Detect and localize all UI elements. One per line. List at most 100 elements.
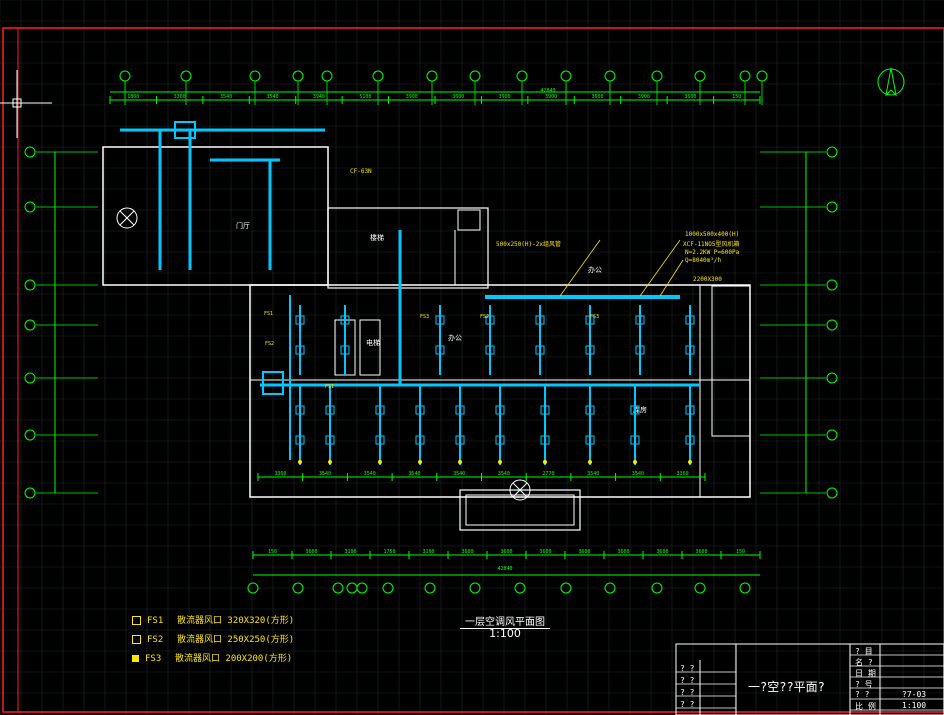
axis-bubble bbox=[292, 582, 304, 594]
dimension-label: 3600 bbox=[539, 549, 551, 555]
axis-bubble bbox=[826, 429, 838, 441]
diffuser-icon bbox=[585, 405, 595, 415]
dimension-label: 3900 bbox=[638, 94, 650, 100]
axis-bubble bbox=[24, 372, 36, 384]
annotation-text: 500x250(H)-2x组风管 bbox=[496, 240, 561, 248]
axis-bubble bbox=[756, 70, 768, 82]
diffuser-icon bbox=[455, 435, 465, 445]
diffuser-icon bbox=[295, 345, 305, 355]
diffuser-icon bbox=[375, 405, 385, 415]
diffuser-icon bbox=[685, 345, 695, 355]
east-stair-wall bbox=[711, 285, 751, 437]
diffuser-icon bbox=[132, 635, 141, 644]
axis-bubble bbox=[292, 70, 304, 82]
axis-bubble bbox=[24, 201, 36, 213]
diffuser-marker bbox=[378, 460, 382, 464]
dimension-total: 42840 bbox=[540, 88, 555, 94]
diffuser-icon bbox=[415, 405, 425, 415]
diffuser-icon bbox=[485, 315, 495, 325]
dimension-label: 1800 bbox=[127, 94, 139, 100]
fan-tag: FS3 bbox=[590, 314, 599, 320]
diffuser-icon bbox=[295, 315, 305, 325]
diffuser-icon bbox=[540, 405, 550, 415]
dimension-label: 3600 bbox=[695, 549, 707, 555]
dimension-label: 3600 bbox=[452, 94, 464, 100]
axis-bubble bbox=[356, 582, 368, 594]
entrance-canopy bbox=[459, 489, 581, 531]
axis-bubble bbox=[516, 70, 528, 82]
drawing-scale: 1:100 bbox=[489, 627, 521, 640]
axis-bubble bbox=[24, 319, 36, 331]
axis-bubble bbox=[247, 582, 259, 594]
legend-code: FS3 bbox=[145, 654, 162, 664]
dimension-label: 3540 bbox=[364, 471, 376, 477]
axis-bubble bbox=[24, 429, 36, 441]
dimension-label: 3940 bbox=[313, 94, 325, 100]
axis-bubble bbox=[739, 70, 751, 82]
diffuser-icon bbox=[585, 345, 595, 355]
title-block bbox=[675, 643, 944, 715]
axis-bubble bbox=[826, 319, 838, 331]
diffuser-marker bbox=[543, 460, 547, 464]
fan-tag: FS1 bbox=[264, 311, 273, 317]
diffuser-icon bbox=[295, 405, 305, 415]
dimension-label: 3600 bbox=[617, 549, 629, 555]
diffuser-icon bbox=[340, 345, 350, 355]
dimension-label: 3360 bbox=[677, 471, 689, 477]
diffuser-icon bbox=[325, 405, 335, 415]
elevator-shaft bbox=[359, 319, 381, 376]
room-label: 电梯 bbox=[366, 338, 380, 347]
room-label: 楼梯 bbox=[370, 233, 384, 242]
north-pointer bbox=[885, 67, 897, 97]
axis-bubble bbox=[180, 70, 192, 82]
legend-code: FS2 bbox=[147, 635, 164, 645]
north-arrow-icon bbox=[877, 67, 905, 97]
axis-bubble bbox=[604, 582, 616, 594]
annotation-text: 1000x500x400(H) bbox=[685, 231, 739, 238]
axis-bubble bbox=[826, 201, 838, 213]
axis-bubble bbox=[826, 279, 838, 291]
axis-bubble bbox=[651, 70, 663, 82]
axis-bubble bbox=[694, 582, 706, 594]
dimension-label: 3540 bbox=[266, 94, 278, 100]
annotation-text: N=2.2KW P=600Pa bbox=[685, 249, 740, 256]
dimension-label: 3540 bbox=[220, 94, 232, 100]
dimension-label: 3600 bbox=[305, 549, 317, 555]
dimension-label: 3300 bbox=[174, 94, 186, 100]
dimension-label: 3600 bbox=[591, 94, 603, 100]
axis-bubble bbox=[24, 146, 36, 158]
axis-bubble bbox=[560, 582, 572, 594]
core-walls bbox=[327, 207, 489, 289]
fan-cross bbox=[512, 482, 528, 498]
diffuser-icon bbox=[495, 405, 505, 415]
diffuser-icon bbox=[585, 315, 595, 325]
diffuser-icon bbox=[435, 345, 445, 355]
exhaust-fan-icon bbox=[509, 479, 531, 501]
title-block-drawing-name: 一?空??平面? bbox=[748, 680, 825, 694]
axis-bubble bbox=[826, 372, 838, 384]
axis-bubble bbox=[249, 70, 261, 82]
dimension-label: 3600 bbox=[656, 549, 668, 555]
diffuser-icon bbox=[375, 435, 385, 445]
axis-bubble bbox=[560, 70, 572, 82]
air-handler-icon bbox=[262, 371, 284, 395]
diffuser-icon bbox=[540, 435, 550, 445]
title-block-frame bbox=[675, 643, 944, 715]
dimension-label: 5100 bbox=[359, 94, 371, 100]
title-block-right-label: 日 期 bbox=[855, 669, 876, 678]
diffuser-icon bbox=[685, 435, 695, 445]
dimension-label: 3540 bbox=[408, 471, 420, 477]
dimension-label: 3540 bbox=[498, 471, 510, 477]
fan-tag: FS2 bbox=[480, 314, 489, 320]
axis-bubble bbox=[651, 582, 663, 594]
axis-bubble bbox=[826, 487, 838, 499]
diffuser-icon bbox=[630, 405, 640, 415]
diffuser-icon bbox=[635, 345, 645, 355]
dimension-label: 3540 bbox=[319, 471, 331, 477]
